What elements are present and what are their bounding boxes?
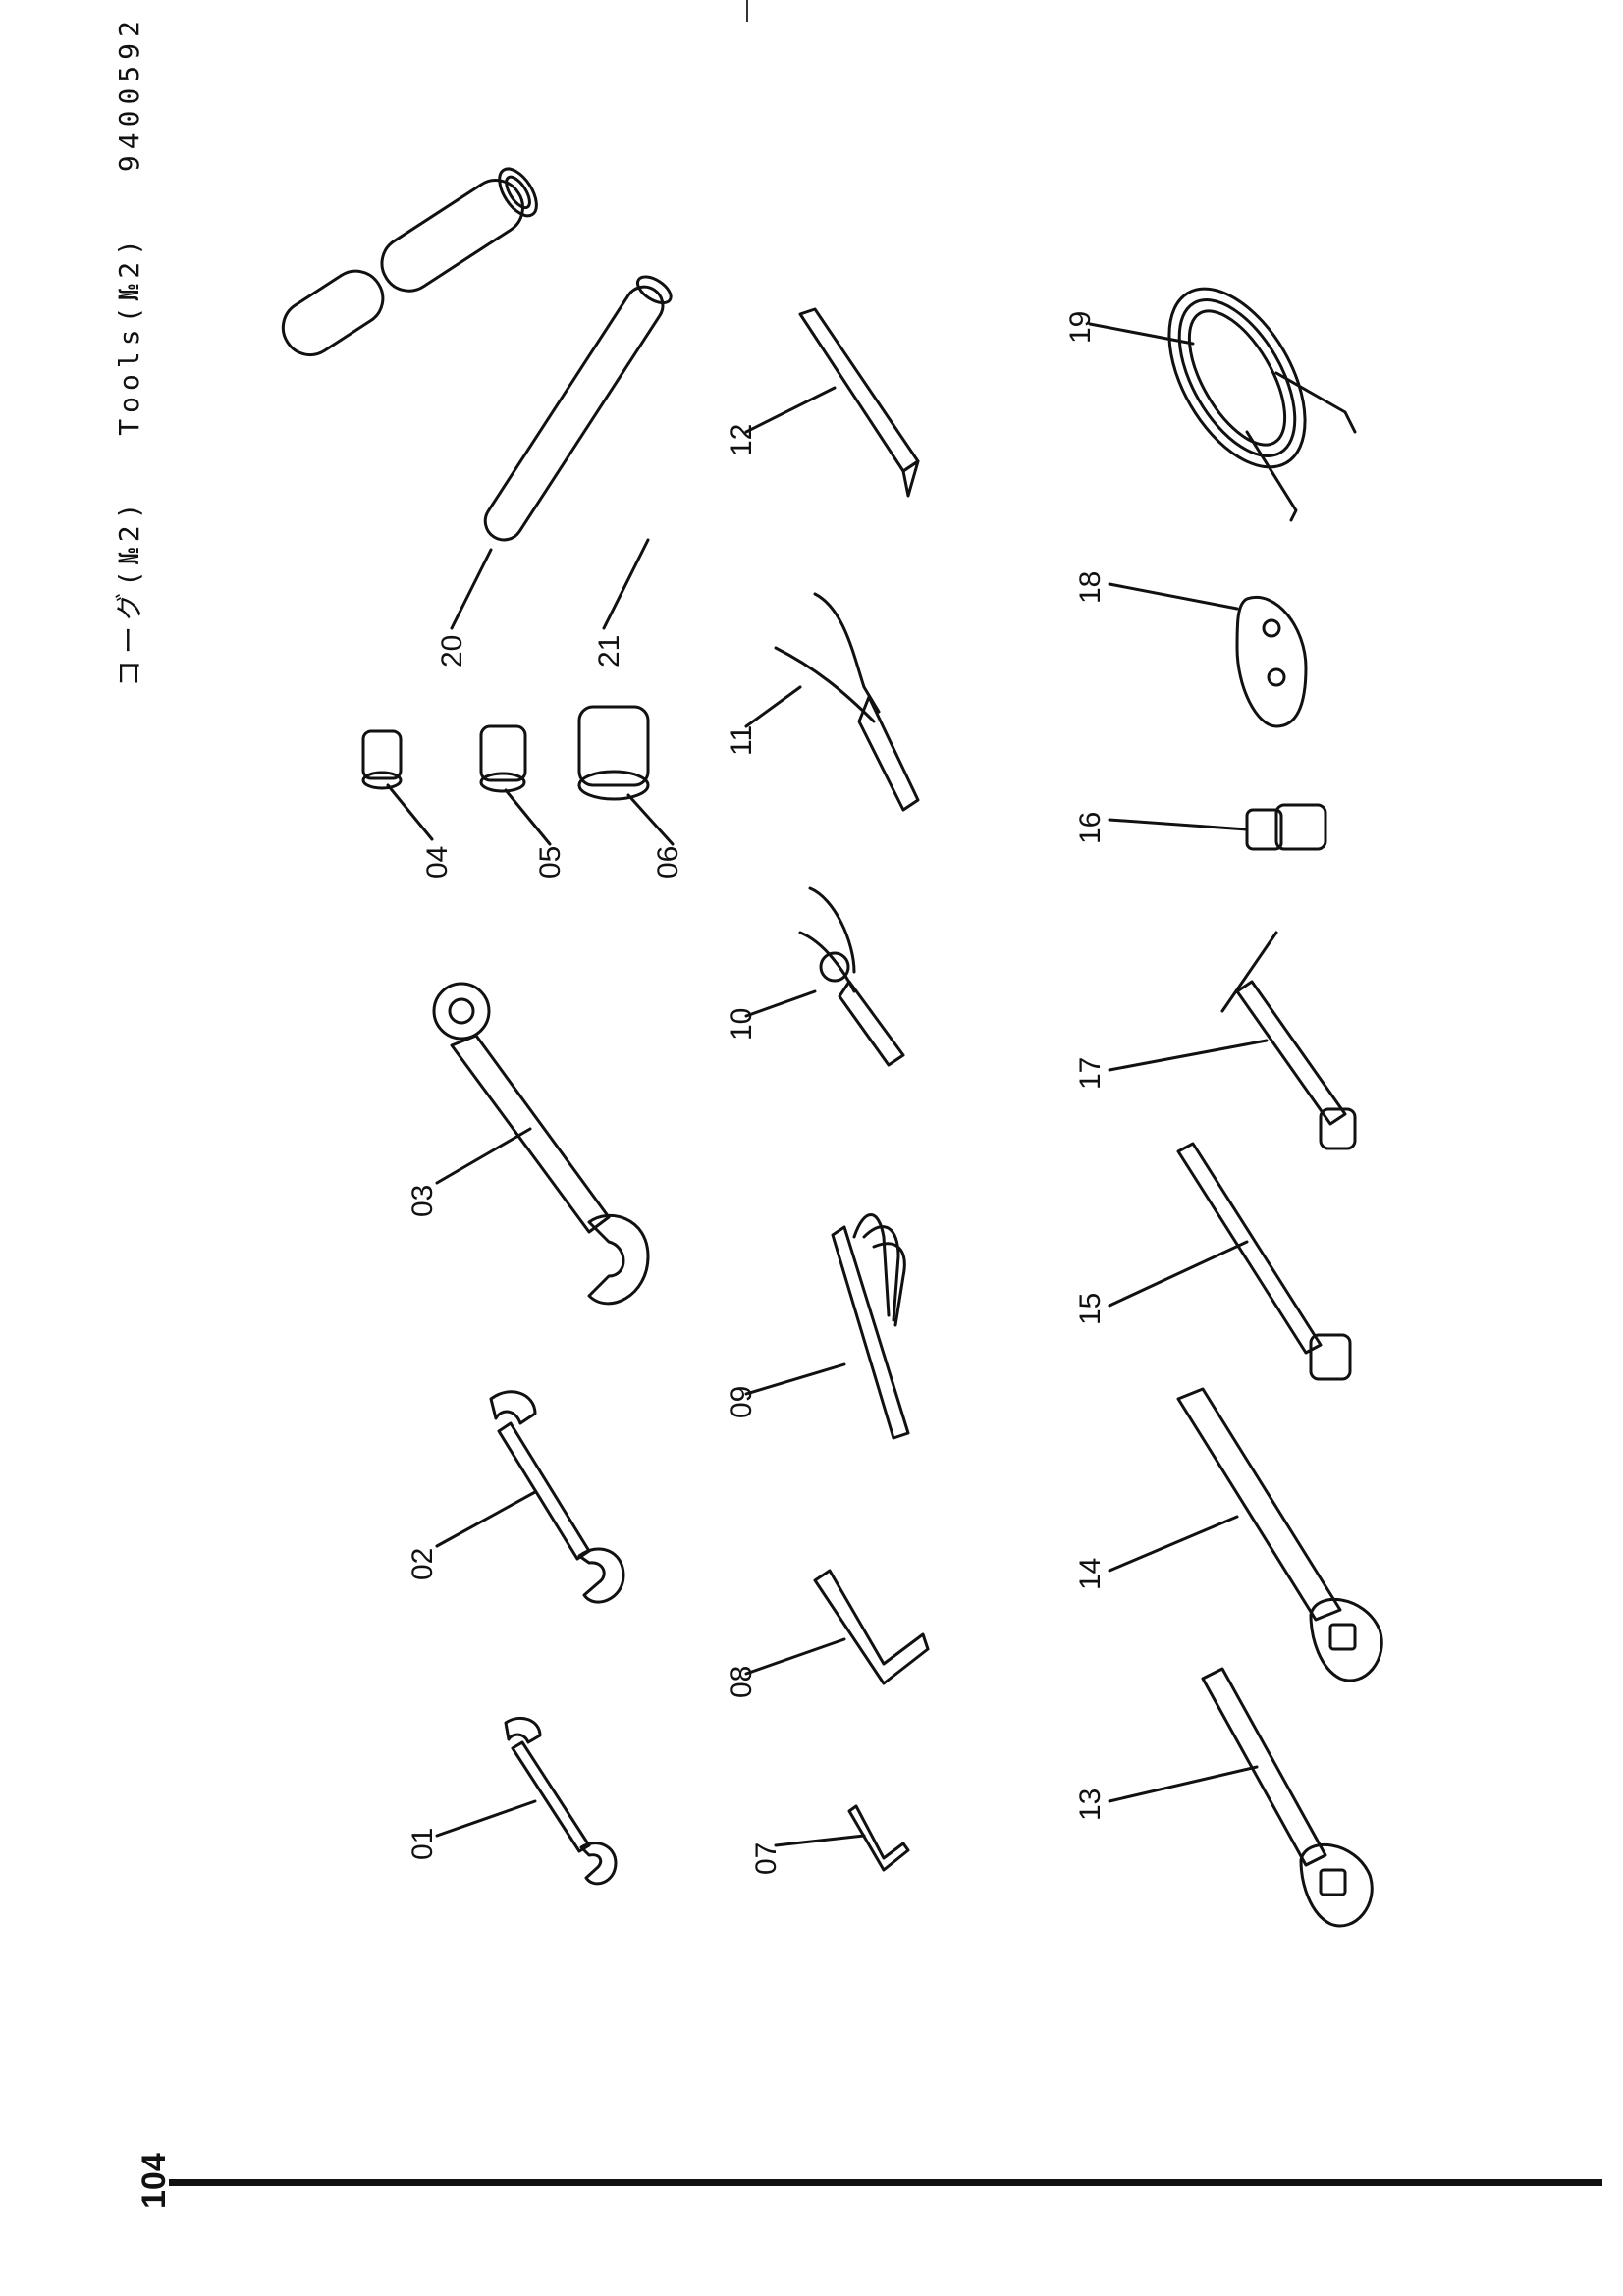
screwdriver-bit-icon bbox=[744, 307, 920, 498]
label-04: 04 bbox=[421, 846, 454, 879]
universal-joint-icon bbox=[1108, 803, 1327, 851]
multi-spanner-plate-icon bbox=[1108, 582, 1308, 728]
label-06: 06 bbox=[652, 846, 684, 879]
circlip-pliers-icon bbox=[744, 886, 905, 1067]
long-ratchet-handle-icon bbox=[1108, 1387, 1383, 1682]
large-socket-icon bbox=[577, 705, 675, 846]
label-02: 02 bbox=[406, 1548, 439, 1580]
label-08: 08 bbox=[726, 1666, 758, 1698]
label-10: 10 bbox=[726, 1008, 758, 1041]
large-hex-key-icon bbox=[744, 1569, 930, 1685]
footer-rule bbox=[169, 2179, 1602, 2186]
label-11: 11 bbox=[726, 725, 758, 756]
extension-bar-icon bbox=[1108, 1142, 1352, 1381]
coiled-wire-cable-icon bbox=[1088, 287, 1357, 522]
top-crop-mark bbox=[746, 0, 748, 22]
label-09: 09 bbox=[726, 1386, 758, 1418]
label-16: 16 bbox=[1074, 812, 1107, 844]
label-21: 21 bbox=[593, 635, 625, 667]
label-14: 14 bbox=[1074, 1558, 1107, 1590]
label-01: 01 bbox=[406, 1828, 439, 1860]
label-17: 17 bbox=[1074, 1057, 1107, 1090]
label-05: 05 bbox=[534, 846, 567, 879]
medium-socket-icon bbox=[479, 724, 552, 846]
label-13: 13 bbox=[1074, 1789, 1107, 1821]
label-20: 20 bbox=[436, 635, 468, 667]
small-open-wrench-icon bbox=[435, 1717, 618, 1886]
label-03: 03 bbox=[406, 1185, 439, 1217]
pipe-bar-icon bbox=[483, 275, 673, 630]
large-ring-open-wrench-icon bbox=[432, 982, 650, 1306]
tube-extension-icon bbox=[281, 167, 538, 630]
short-ratchet-handle-icon bbox=[1108, 1667, 1374, 1928]
small-hex-key-icon bbox=[774, 1804, 910, 1872]
feeler-gauge-icon bbox=[744, 1213, 910, 1440]
part-labels: 20 21 04 05 06 03 02 01 12 11 10 09 08 0… bbox=[406, 311, 1107, 1875]
combination-pliers-icon bbox=[744, 592, 920, 812]
label-15: 15 bbox=[1074, 1293, 1107, 1325]
label-19: 19 bbox=[1064, 311, 1097, 344]
label-12: 12 bbox=[726, 424, 758, 456]
t-handle-socket-wrench-icon bbox=[1108, 931, 1357, 1150]
open-wrench-icon bbox=[435, 1390, 625, 1604]
label-07: 07 bbox=[750, 1842, 783, 1875]
small-socket-icon bbox=[361, 729, 434, 841]
label-18: 18 bbox=[1074, 571, 1107, 604]
